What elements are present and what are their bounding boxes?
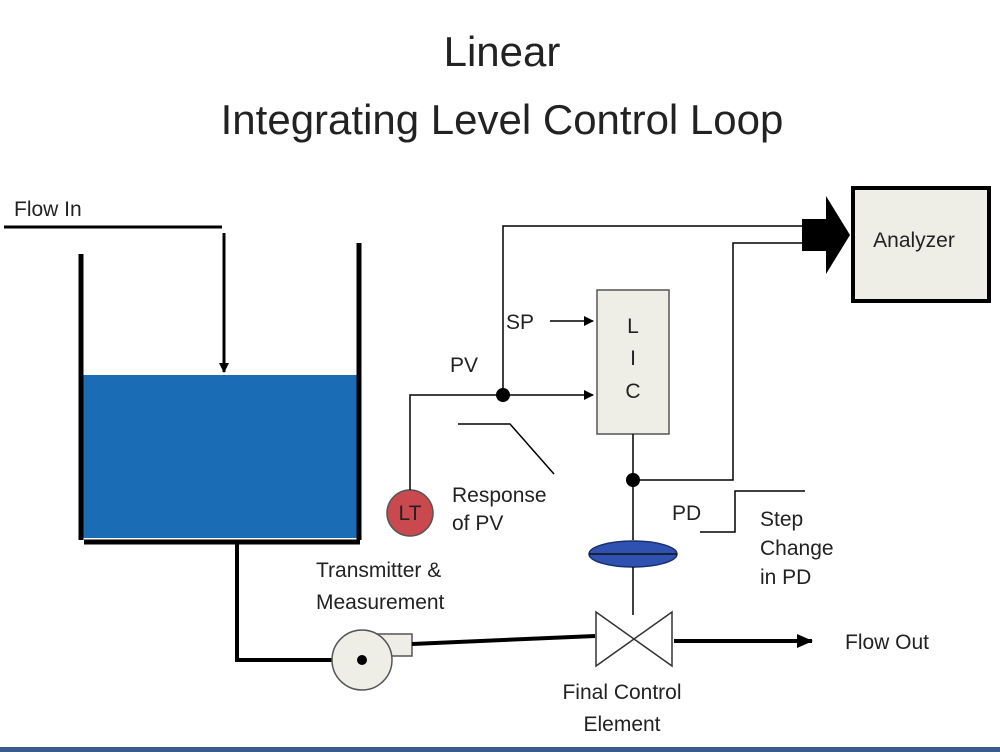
response-pv-line-1: Response xyxy=(452,484,547,507)
valve-actuator-icon xyxy=(588,540,678,568)
pv-label: PV xyxy=(450,354,478,377)
lt-label: LT xyxy=(399,502,422,525)
level-controller-box xyxy=(596,289,670,435)
output-to-analyzer-line xyxy=(633,242,802,481)
step-change-line-2: Change xyxy=(760,537,834,560)
final-control-line-1: Final Control xyxy=(562,681,681,704)
tank-icon xyxy=(78,243,362,545)
outlet-pipe xyxy=(235,544,352,662)
tank-water xyxy=(83,375,357,538)
flow-out-label: Flow Out xyxy=(845,631,929,654)
step-change-line-3: in PD xyxy=(760,566,811,589)
flow-in-label: Flow In xyxy=(14,198,82,221)
lic-letter-i: I xyxy=(630,347,636,370)
lic-letter-l: L xyxy=(627,315,639,338)
analyzer-label: Analyzer xyxy=(873,229,955,252)
lic-letter-c: C xyxy=(625,380,640,403)
title-line-2: Integrating Level Control Loop xyxy=(221,96,784,143)
sp-label: SP xyxy=(506,311,534,334)
pv-to-analyzer-line xyxy=(502,225,802,395)
step-change-line-1: Step xyxy=(760,508,803,531)
analyzer-box xyxy=(851,186,991,303)
slide-bottom-border xyxy=(0,747,1000,752)
transmitter-line-1: Transmitter & xyxy=(316,559,441,582)
response-pv-line-2: of PV xyxy=(452,512,503,535)
pv-signal-line xyxy=(409,394,503,490)
pd-step-curve xyxy=(700,490,805,533)
discharge-pipe xyxy=(411,634,596,646)
analyzer-input-arrow xyxy=(802,196,850,274)
title-line-1: Linear xyxy=(444,28,561,75)
pv-response-curve xyxy=(458,423,555,475)
control-valve-icon xyxy=(595,610,673,668)
pump-icon xyxy=(331,629,413,691)
transmitter-line-2: Measurement xyxy=(316,591,445,614)
pd-label: PD xyxy=(672,502,701,525)
final-control-line-2: Element xyxy=(583,713,660,736)
